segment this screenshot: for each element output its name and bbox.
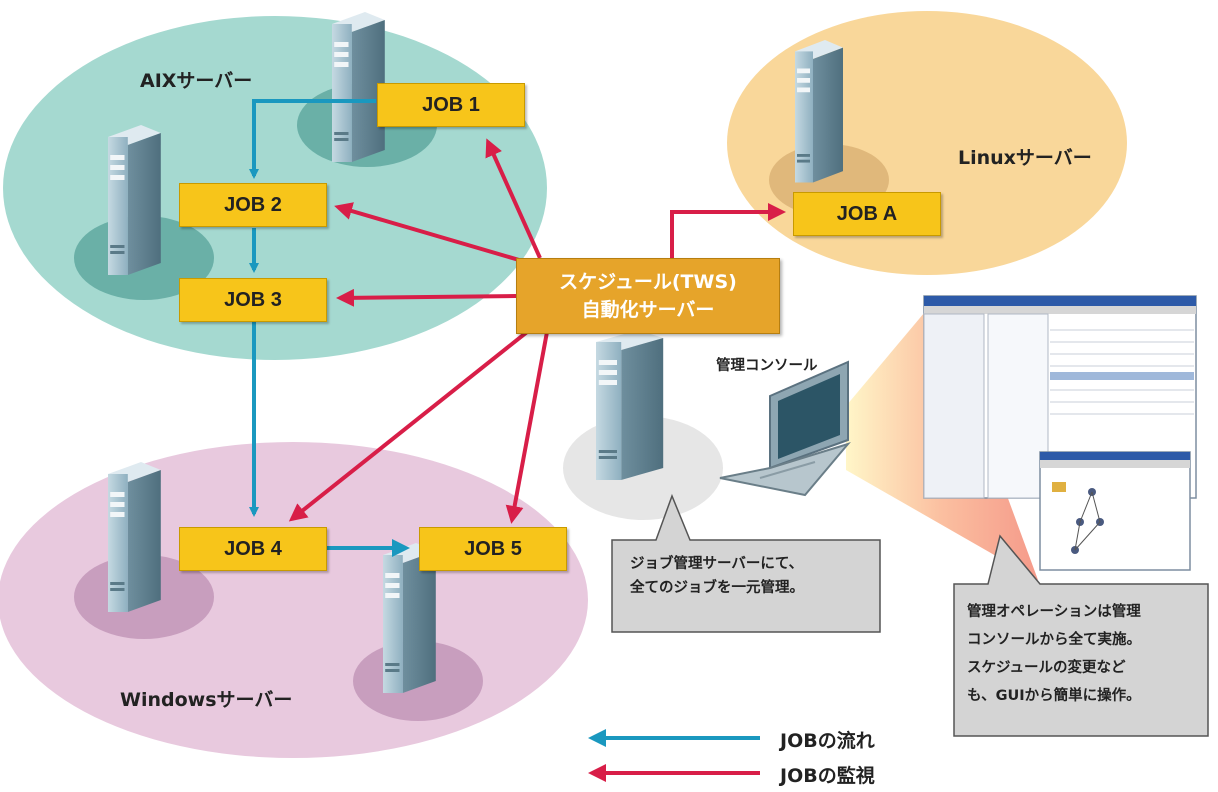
callout-center-text: ジョブ管理サーバーにて、 全てのジョブを一元管理。 (630, 556, 804, 596)
console-label: 管理コンソール (716, 358, 818, 374)
gui-screenshot-2 (1039, 451, 1191, 571)
job-flow-arrows (249, 99, 410, 557)
linux-group-label: Linuxサーバー (958, 147, 1092, 169)
job-5-box: JOB 5 (419, 527, 567, 571)
scheduler-title: スケジュール(TWS) (559, 271, 737, 293)
server-icon (108, 125, 161, 275)
aix-group-label: AIXサーバー (140, 70, 253, 92)
callout-right-text: 管理オペレーションは管理 コンソールから全て実施。 スケジュールの変更など も、… (967, 604, 1141, 704)
job-a-box: JOB A (793, 192, 941, 236)
callout-center-box (611, 493, 881, 633)
job-3-box: JOB 3 (179, 278, 327, 322)
server-icon (596, 330, 664, 480)
server-icon (108, 462, 161, 612)
legend-monitor-label: JOBの監視 (780, 765, 875, 787)
laptop-icon (719, 360, 851, 497)
job-monitor-arrows (288, 138, 786, 524)
callout-right-box (953, 534, 1209, 737)
server-icon (795, 40, 843, 183)
job-1-box: JOB 1 (377, 83, 525, 127)
scheduler-box: スケジュール(TWS) 自動化サーバー (516, 258, 780, 334)
job-2-box: JOB 2 (179, 183, 327, 227)
windows-group-label: Windowsサーバー (120, 689, 293, 711)
scheduler-subtitle: 自動化サーバー (581, 299, 715, 321)
job-4-box: JOB 4 (179, 527, 327, 571)
legend-flow-label: JOBの流れ (780, 730, 875, 752)
